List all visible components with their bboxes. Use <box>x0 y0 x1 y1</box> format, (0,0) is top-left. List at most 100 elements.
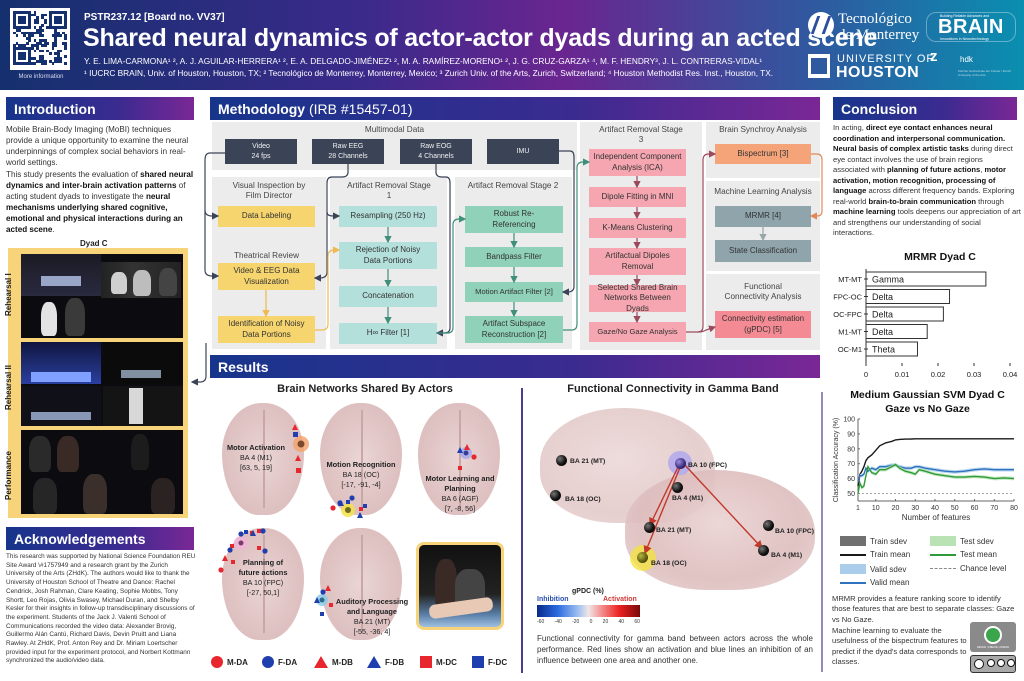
actors-photo[interactable] <box>416 542 504 630</box>
qr-module <box>20 16 24 19</box>
qr-module <box>18 11 21 14</box>
svm-x-tick-label: 40 <box>931 505 939 512</box>
qr-module <box>41 44 45 48</box>
cc-license-badge <box>970 655 1016 673</box>
qr-module <box>41 49 45 53</box>
qr-module <box>13 21 16 25</box>
row-label-rehearsal-1: Rehearsal I <box>4 273 13 316</box>
qr-module <box>36 18 39 22</box>
performance-photo[interactable] <box>21 430 183 514</box>
qr-module <box>51 34 55 37</box>
tec-logo-line2: de Monterrey <box>838 27 920 43</box>
qr-module <box>13 59 16 63</box>
svm-legend-item: Train mean <box>840 550 910 559</box>
fc-node-label: BA 4 (M1) <box>672 495 704 502</box>
qr-module <box>46 49 50 53</box>
uh-logo-line1: UNIVERSITY OF <box>837 53 935 65</box>
qr-module <box>20 26 24 30</box>
brain-motor-learning <box>418 403 500 515</box>
svm-legend-label: Train sdev <box>870 536 908 546</box>
stage2-step-4: Artifact Subspace Reconstruction [2] <box>465 316 563 343</box>
conclusion-text-part: through <box>976 196 1004 206</box>
marker-f-db <box>314 597 320 603</box>
brain-motion-recognition <box>320 403 402 515</box>
source-eog-detail: 4 Channels <box>418 152 454 160</box>
intro-p2-a: This study presents the evaluation of <box>6 169 141 179</box>
region-name: Auditory Processing and Language <box>335 597 409 616</box>
nc-icon <box>997 659 1005 667</box>
stage2-title: Artifact Removal Stage 2 <box>467 181 559 190</box>
qr-module <box>18 44 21 48</box>
legend-f-db: F-DB <box>367 656 404 668</box>
conclusion-text-part: In acting, <box>833 123 866 132</box>
qr-module <box>46 41 50 45</box>
data-labeling-box: Data Labeling <box>218 206 315 227</box>
colorbar-tick: 20 <box>602 619 609 625</box>
results-divider <box>521 388 523 673</box>
legend-label: F-DB <box>385 657 405 667</box>
rehearsal-1-photo[interactable] <box>21 254 183 338</box>
badge-text: DESIGN | CREATE | ASSESS <box>976 646 1010 649</box>
qr-module <box>43 41 47 45</box>
qr-module <box>56 54 60 58</box>
stage2-step-1: Robust Re-Referencing <box>465 206 563 233</box>
svm-legend-item: Chance level <box>930 564 1006 573</box>
qr-module <box>54 44 57 48</box>
qr-module <box>20 57 24 61</box>
svm-legend-swatch <box>840 536 866 546</box>
qr-module <box>54 31 57 35</box>
colorbar-ticks: -60 -40 -20 0 20 40 60 <box>537 619 640 625</box>
qr-caption: More information <box>18 74 64 80</box>
dyad-photo-panel <box>8 248 188 518</box>
qr-module <box>23 16 27 19</box>
qr-module <box>38 26 42 30</box>
qr-module <box>33 57 37 61</box>
qr-module <box>28 18 32 22</box>
stage2-step-2: Bandpass Filter <box>465 247 563 267</box>
brain-auditory <box>320 528 402 640</box>
qr-module <box>13 23 16 27</box>
qr-module <box>64 11 68 14</box>
colorbar-tick: -40 <box>554 619 562 625</box>
legend-label: M-DC <box>436 657 457 667</box>
qr-module <box>54 26 57 30</box>
qr-module <box>13 57 16 61</box>
legend-label: F-DA <box>278 657 298 667</box>
qr-module <box>25 41 29 45</box>
qr-module <box>59 59 63 63</box>
qr-code[interactable] <box>10 8 70 70</box>
qr-module <box>13 26 16 30</box>
fc-node-label: BA 4 (M1) <box>771 552 803 559</box>
qr-module <box>13 62 16 66</box>
qr-module <box>38 57 42 61</box>
qr-module <box>38 41 42 45</box>
qr-module <box>13 31 16 35</box>
rehearsal-2-photo[interactable] <box>21 342 183 426</box>
qr-module <box>13 18 16 22</box>
qr-module <box>15 26 19 30</box>
conclusion-bold: Neural basis of complex artistic tasks <box>833 144 969 154</box>
mrmr-bar-label: Theta <box>872 345 895 355</box>
fc-node-mt-right <box>644 522 655 533</box>
region-ba: BA 18 (OC) <box>342 469 380 479</box>
colorbar-title: gPDC (%) <box>572 588 604 595</box>
fc-node-oc-target <box>637 552 648 563</box>
qr-module <box>64 36 68 40</box>
stage3-step-5: Selected Shared Brain Networks Between D… <box>589 283 686 313</box>
qr-module <box>13 11 16 14</box>
stage1-title: Artifact Removal Stage 1 <box>347 181 431 201</box>
qr-module <box>36 16 39 19</box>
qr-module <box>33 49 37 53</box>
ml-title: Machine Learning Analysis <box>714 187 812 196</box>
mrmr-chart: GammaMT-MTDeltaFPC-OCDeltaOC-FPCDeltaM1-… <box>833 269 1017 379</box>
region-name: Motor Learning and Planning <box>425 474 495 493</box>
qr-module <box>54 18 57 22</box>
qr-module <box>36 21 39 25</box>
conclusion-bold: motor activation, motion recognition, pr… <box>833 165 1007 196</box>
zhdk-logo-z: z <box>930 48 938 65</box>
methodology-title: Methodology <box>218 101 306 117</box>
cc-icon <box>974 659 984 669</box>
qr-module <box>23 52 27 55</box>
